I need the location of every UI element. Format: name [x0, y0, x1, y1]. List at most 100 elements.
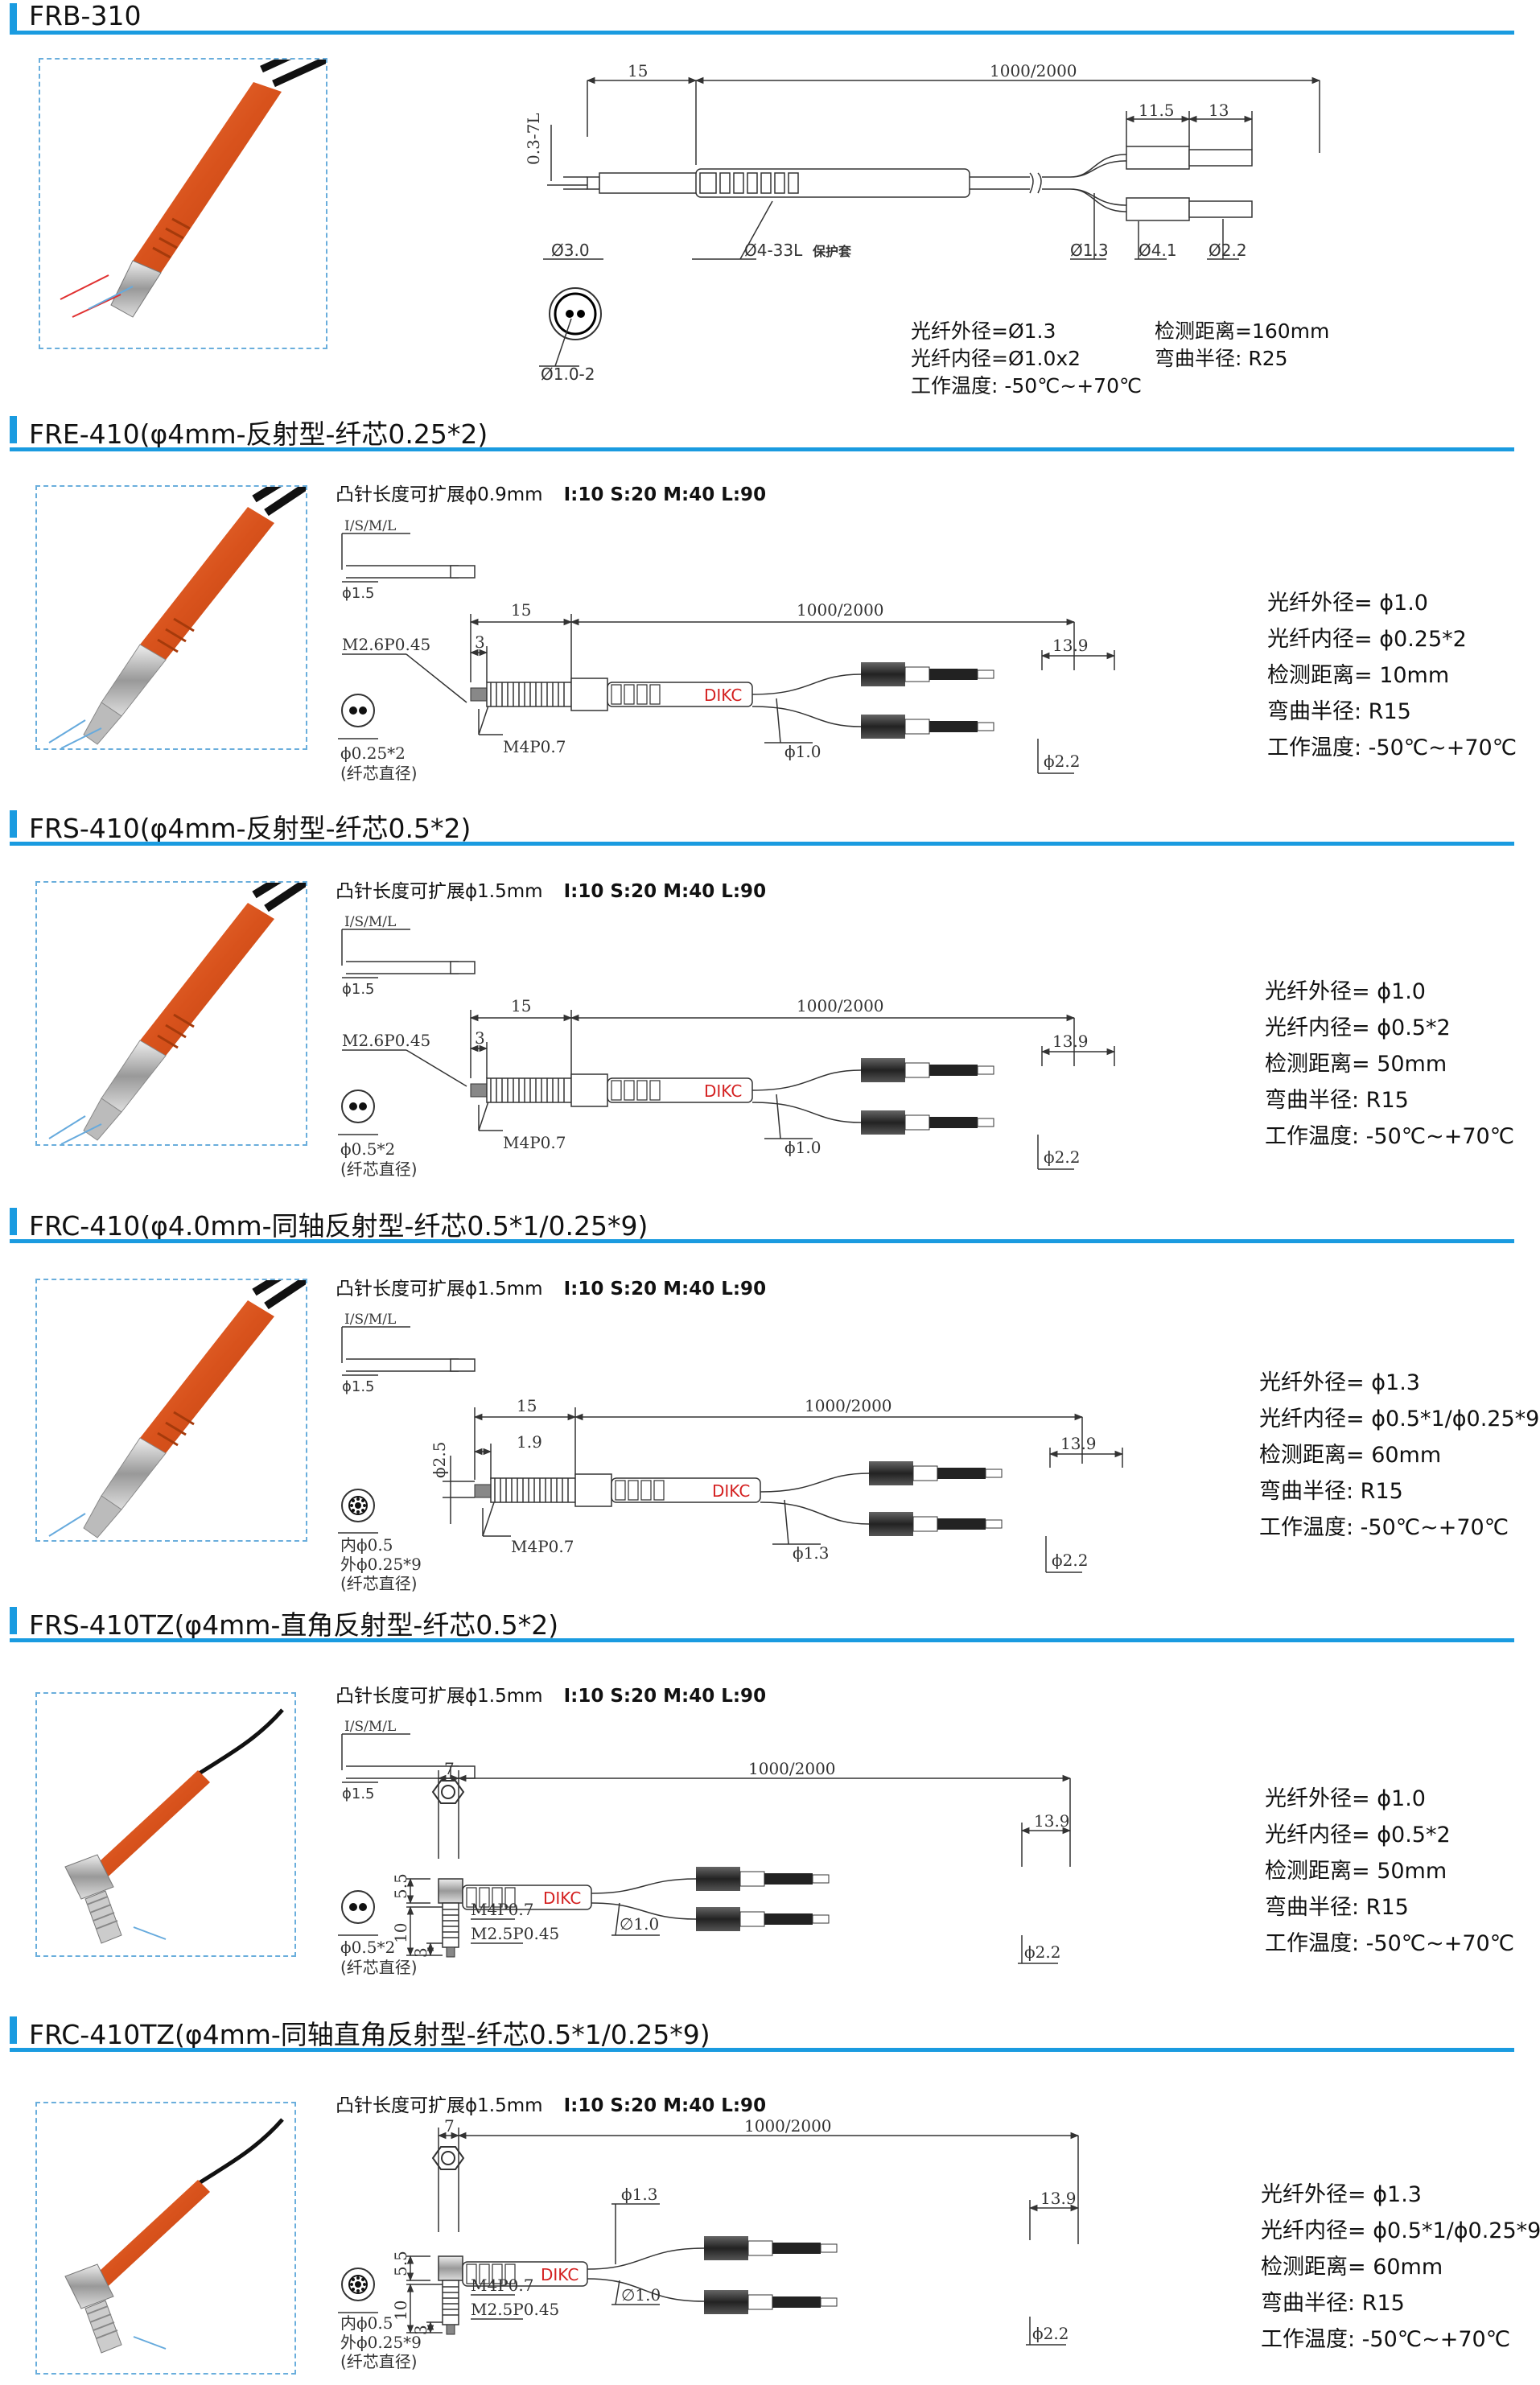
section-frc-410: FRC-410(φ4.0mm-同轴反射型-纤芯0.5*1/0.25*9) 凸针长… [0, 1205, 1540, 1599]
dim-phi-3-0: Ø3.0 [551, 241, 590, 260]
spec-list: 光纤外径= ϕ1.0 光纤内径= ϕ0.5*2 检测距离= 50mm 弯曲半径:… [1265, 1781, 1514, 1962]
spec-list: 光纤外径= ϕ1.3 光纤内径= ϕ0.5*1/ϕ0.25*9 检测距离= 60… [1261, 2177, 1540, 2358]
pin-option-values: I:10 S:20 M:40 L:90 [563, 484, 767, 505]
dim-phi-2-2: ϕ2.2 [1032, 2324, 1069, 2343]
dim-tube-note: 保护套 [812, 244, 852, 259]
pin-option-label: 凸针长度可扩展ϕ1.5mm [336, 881, 543, 902]
dim-core: Ø1.0-2 [541, 365, 595, 384]
sensor-photo-illustration [64, 1708, 284, 1944]
dim-3: 3 [411, 2325, 430, 2335]
pin-option-values: I:10 S:20 M:40 L:90 [563, 2095, 767, 2116]
header-rule [10, 1239, 1514, 1243]
frs-410tz-drawing: DIKC I/S/M/L ϕ1.5 7 1000/2000 13.9 5.5 1… [338, 1719, 1072, 1977]
pin-option-label: 凸针长度可扩展ϕ1.5mm [336, 1279, 543, 1300]
spec-outer-diameter: 光纤外径= ϕ1.0 [1265, 979, 1426, 1004]
section-fre-410: FRE-410(φ4mm-反射型-纤芯0.25*2) 凸针长度可扩展ϕ0.9mm… [0, 413, 1540, 815]
brand-label: DIKC [541, 2265, 579, 2284]
dimension-drawing: DIKC I/S/M/L ϕ1.5 15 1000/2000 3 M2.6P0.… [330, 501, 1159, 807]
dim-phi-1-3: Ø1.3 [1070, 241, 1109, 260]
spec-inner-diameter: 光纤内径= ϕ0.5*1/ϕ0.25*9 [1261, 2218, 1540, 2243]
dim-phi-1-0: ∅1.0 [620, 1914, 659, 1934]
pin-option-values: I:10 S:20 M:40 L:90 [563, 881, 767, 902]
section-title: FRS-410(φ4mm-反射型-纤芯0.5*2) [29, 813, 471, 844]
dim-phi-2-5: ϕ2.5 [430, 1442, 449, 1478]
dim-length: 1000/2000 [748, 1759, 836, 1778]
dimension-drawing: DIKC I/S/M/L ϕ1.5 15 1000/2000 3 M2.6P0.… [330, 897, 1159, 1195]
header-rule [10, 447, 1514, 451]
dim-core-note: (纤芯直径) [340, 1574, 418, 1593]
dim-phi-2-2: Ø2.2 [1209, 241, 1247, 260]
dim-pin-phi: ϕ1.5 [342, 585, 375, 602]
dim-thread-m4: M4P0.7 [503, 1133, 566, 1152]
dim-core-note: (纤芯直径) [340, 764, 418, 783]
dim-phi-4-1: Ø4.1 [1139, 241, 1177, 260]
dim-thread: M2.6P0.45 [342, 1031, 430, 1050]
dim-core: ϕ0.5*2 [340, 1139, 395, 1159]
pin-option-row: 凸针长度可扩展ϕ0.9mm I:10 S:20 M:40 L:90 [336, 479, 766, 506]
product-photo [35, 881, 307, 1146]
dim-1-9: 1.9 [517, 1432, 542, 1452]
dim-phi-1-0: ϕ1.0 [784, 1138, 821, 1157]
dim-13-9: 13.9 [1052, 1032, 1089, 1051]
dim-3: 3 [411, 1947, 430, 1958]
product-photo [35, 485, 307, 750]
header-accent-bar [10, 810, 17, 838]
dim-thread-m4: M4P0.7 [503, 737, 566, 756]
dim-11-5: 11.5 [1139, 101, 1175, 120]
dim-length: 1000/2000 [990, 61, 1077, 80]
spec-detect-distance: 检测距离= 50mm [1265, 1052, 1447, 1077]
dim-13-9: 13.9 [1052, 636, 1089, 655]
section-title: FRB-310 [29, 0, 142, 31]
frb-310-drawing: 15 1000/2000 11.5 13 0.3-7L Ø3.0 Ø4-33L … [524, 61, 1321, 384]
spec-outer-diameter: 光纤外径=Ø1.3 [911, 319, 1056, 343]
dim-core-inner: 内ϕ0.5 [340, 2313, 393, 2333]
spec-detect-distance: 检测距离= 60mm [1261, 2255, 1443, 2280]
spec-bend-radius: 弯曲半径: R15 [1259, 1479, 1403, 1504]
spec-outer-diameter: 光纤外径= ϕ1.3 [1261, 2182, 1422, 2207]
dim-thread-m4: M4P0.7 [511, 1537, 574, 1556]
header-rule [10, 1638, 1514, 1642]
spec-temperature: 工作温度: -50℃~+70℃ [1265, 1931, 1515, 1956]
dimension-drawing: DIKC I/S/M/L ϕ1.5 15 1000/2000 1.9 ϕ2.5 … [330, 1295, 1167, 1596]
header-accent-bar [10, 3, 17, 31]
dim-3: 3 [475, 1028, 485, 1048]
spec-bend-radius: 弯曲半径: R15 [1265, 1088, 1409, 1113]
header-accent-bar [10, 416, 17, 443]
section-frs-410: FRS-410(φ4mm-反射型-纤芯0.5*2) 凸针长度可扩展ϕ1.5mm I… [0, 807, 1540, 1201]
section-title: FRE-410(φ4mm-反射型-纤芯0.25*2) [29, 418, 488, 450]
dim-phi-2-2: ϕ2.2 [1044, 1147, 1080, 1167]
header-accent-bar [10, 1208, 17, 1235]
pin-option-label: 凸针长度可扩展ϕ0.9mm [336, 484, 543, 505]
spec-outer-diameter: 光纤外径= ϕ1.0 [1265, 1786, 1426, 1811]
dim-tube: Ø4-33L [744, 241, 803, 260]
spec-temperature: 工作温度: -50℃~+70℃ [911, 374, 1143, 398]
section-title: FRC-410TZ(φ4mm-同轴直角反射型-纤芯0.5*1/0.25*9) [29, 2019, 710, 2050]
brand-label: DIKC [712, 1481, 750, 1501]
dim-isml: I/S/M/L [344, 1312, 396, 1328]
spec-inner-diameter: 光纤内径= ϕ0.5*1/ϕ0.25*9 [1259, 1407, 1540, 1431]
sensor-photo-illustration [64, 2118, 284, 2354]
dim-thread-m4: M4P0.7 [471, 2276, 533, 2295]
spec-inner-diameter: 光纤内径= ϕ0.25*2 [1267, 627, 1467, 652]
pin-option-values: I:10 S:20 M:40 L:90 [563, 1686, 767, 1707]
spec-list: 光纤外径= ϕ1.0 光纤内径= ϕ0.5*2 检测距离= 50mm 弯曲半径:… [1265, 974, 1514, 1155]
dim-15: 15 [511, 600, 531, 620]
dim-phi-1-0: ∅1.0 [621, 2285, 661, 2305]
spec-temperature: 工作温度: -50℃~+70℃ [1267, 735, 1517, 760]
dim-core: ϕ0.25*2 [340, 744, 406, 763]
dim-phi-2-2: ϕ2.2 [1052, 1551, 1088, 1570]
spec-detect-distance: 检测距离= 60mm [1259, 1443, 1442, 1468]
spec-bend-radius: 弯曲半径: R25 [1155, 347, 1288, 370]
dim-7: 7 [444, 2116, 455, 2136]
spec-detect-distance: 检测距离= 50mm [1265, 1859, 1447, 1884]
dim-13-9: 13.9 [1034, 1811, 1070, 1831]
frc-410-drawing: DIKC I/S/M/L ϕ1.5 15 1000/2000 1.9 ϕ2.5 … [338, 1312, 1124, 1593]
frc-410tz-drawing: DIKC 7 1000/2000 13.9 ϕ1.3 5.5 10 3 M4P0… [338, 2116, 1080, 2371]
dimension-drawing: 15 1000/2000 11.5 13 0.3-7L Ø3.0 Ø4-33L … [515, 48, 1336, 394]
dim-pin-phi: ϕ1.5 [342, 981, 375, 998]
dim-15: 15 [511, 996, 531, 1015]
sensor-photo-illustration [48, 883, 306, 1144]
product-photo [35, 1692, 296, 1957]
